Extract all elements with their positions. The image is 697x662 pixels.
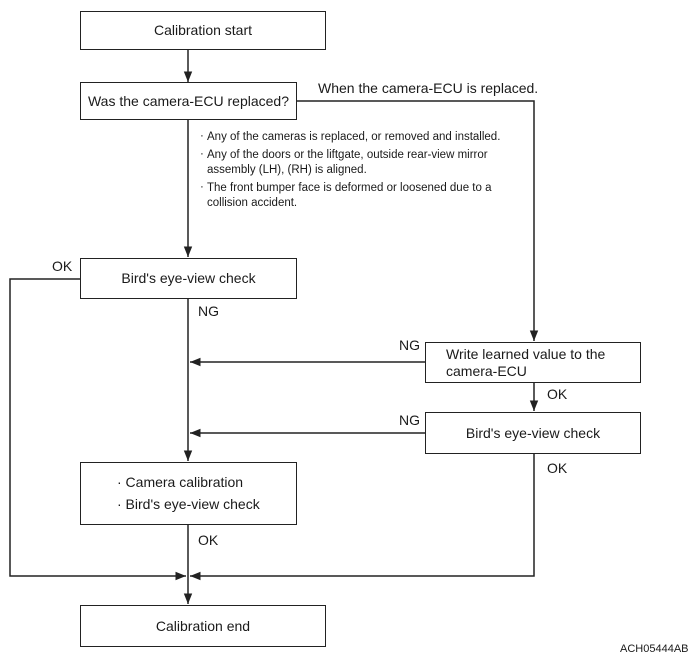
condition-item: Any of the doors or the liftgate, outsid… (200, 147, 520, 178)
arrow-check1-ok (9, 278, 186, 581)
arrow-question-to-write (297, 100, 539, 341)
arrow-check2-ok (190, 454, 535, 581)
write-learned-value-box: Write learned value to the camera-ECU (425, 342, 641, 383)
calibration-end-text: Calibration end (155, 617, 251, 634)
ng-label-check1: NG (198, 303, 219, 319)
camera-calibration-item: · Bird's eye-view check (117, 496, 260, 512)
camera-calibration-list: · Camera calibration · Bird's eye-view c… (117, 474, 260, 513)
calibration-start-box: Calibration start (80, 11, 326, 50)
conditions-list: Any of the cameras is replaced, or remov… (200, 129, 520, 214)
ok-label-calibration: OK (198, 532, 219, 548)
ok-label-left: OK (52, 258, 73, 274)
condition-item: Any of the cameras is replaced, or remov… (200, 129, 520, 145)
birds-eye-check-1-box: Bird's eye-view check (80, 258, 297, 299)
camera-calibration-box: · Camera calibration · Bird's eye-view c… (80, 462, 297, 525)
birds-eye-check-2-text: Bird's eye-view check (465, 424, 601, 441)
birds-eye-check-2-box: Bird's eye-view check (425, 412, 641, 454)
camera-ecu-question-box: Was the camera-ECU replaced? (80, 82, 297, 120)
calibration-end-box: Calibration end (80, 605, 326, 647)
ng-label-check2: NG (399, 412, 420, 428)
figure-code: ACH05444AB (620, 643, 689, 655)
calibration-start-text: Calibration start (153, 22, 253, 38)
camera-calibration-item: · Camera calibration (117, 474, 244, 490)
ng-label-write: NG (399, 337, 420, 353)
birds-eye-check-1-text: Bird's eye-view check (121, 270, 256, 286)
ok-label-check2: OK (547, 460, 568, 476)
ok-label-write: OK (547, 386, 568, 402)
camera-ecu-question-text: Was the camera-ECU replaced? (87, 92, 289, 109)
write-learned-value-text: Write learned value to the camera-ECU (446, 345, 606, 379)
condition-item: The front bumper face is deformed or loo… (200, 180, 520, 211)
when-replaced-label: When the camera-ECU is replaced. (318, 80, 539, 96)
